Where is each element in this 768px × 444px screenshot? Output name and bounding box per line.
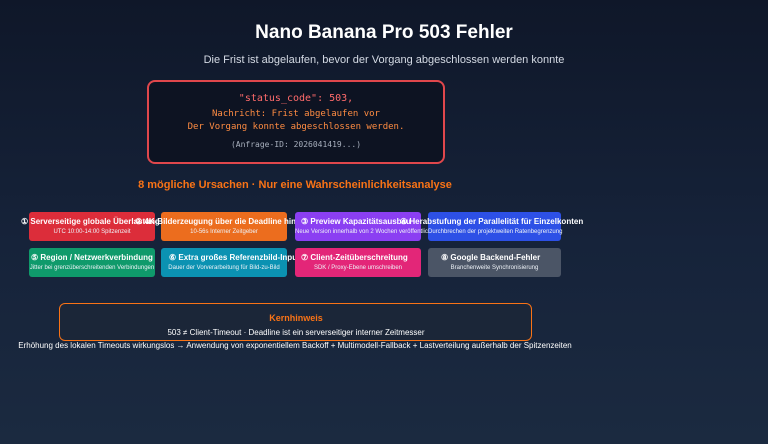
cause-card-1: ① Serverseitige globale Überlastung UTC … [21, 212, 160, 241]
error-message-line-2: Der Vorgang konnte abgeschlossen werden. [187, 122, 405, 132]
cause-title: ⑧ Google Backend-Fehler [441, 253, 541, 262]
cause-subtitle: Neue Version innerhalb von 2 Wochen verö… [295, 229, 433, 235]
cause-subtitle: 10-56s Interner Zeitgeber [190, 229, 258, 235]
cause-title: ⑤ Region / Netzwerkverbindung [31, 253, 153, 262]
cause-title: ② 4K-Bilderzeugung über die Deadline hin… [135, 217, 310, 226]
cause-title: ⑥ Extra großes Referenzbild-Input [169, 253, 300, 262]
cause-subtitle: Dauer der Vorverarbeitung für Bild-zu-Bi… [168, 265, 280, 271]
cause-title: ① Serverseitige globale Überlastung [21, 217, 160, 226]
page-subtitle: Die Frist ist abgelaufen, bevor der Vorg… [203, 54, 565, 66]
error-message-line-1: Nachricht: Frist abgelaufen vor [212, 109, 380, 119]
cause-card-4: ④ Herabstufung der Parallelität für Einz… [400, 212, 583, 241]
cause-card-2: ② 4K-Bilderzeugung über die Deadline hin… [135, 212, 310, 241]
cause-card-8: ⑧ Google Backend-Fehler Branchenweite Sy… [428, 248, 561, 277]
cause-card-7: ⑦ Client-Zeitüberschreitung SDK / Proxy-… [295, 248, 421, 277]
key-hint-line-2: Erhöhung des lokalen Timeouts wirkungslo… [18, 341, 572, 350]
cause-subtitle: Jitter bei grenzüberschreitenden Verbind… [29, 265, 155, 271]
error-request-id: (Anfrage-ID: 2026041419...) [230, 140, 362, 149]
cause-subtitle: SDK / Proxy-Ebene umschreiben [313, 265, 403, 271]
cause-title: ④ Herabstufung der Parallelität für Einz… [400, 217, 584, 226]
cause-subtitle: UTC 10:00-14:00 Spitzenzeit [53, 229, 131, 235]
cause-subtitle: Branchenweite Synchronisierung [450, 265, 539, 271]
cause-card-5: ⑤ Region / Netzwerkverbindung Jitter bei… [29, 248, 155, 277]
cause-title: ⑦ Client-Zeitüberschreitung [301, 253, 408, 262]
cause-title: ③ Preview Kapazitätsausbau [301, 217, 411, 226]
page-title: Nano Banana Pro 503 Fehler [255, 22, 513, 43]
causes-heading: 8 mögliche Ursachen · Nur eine Wahrschei… [138, 179, 452, 191]
error-status-line: "status_code": 503, [238, 93, 354, 104]
key-hint-line-1: 503 ≠ Client-Timeout · Deadline ist ein … [167, 328, 425, 337]
cause-subtitle: Durchbrechen der projektweiten Ratenbegr… [428, 229, 563, 235]
error-code-box: "status_code": 503, Nachricht: Frist abg… [147, 80, 445, 164]
key-hint-box [59, 303, 532, 341]
cause-card-3: ③ Preview Kapazitätsausbau Neue Version … [295, 212, 433, 241]
cause-card-6: ⑥ Extra großes Referenzbild-Input Dauer … [161, 248, 300, 277]
key-hint-title: Kernhinweis [269, 313, 323, 323]
